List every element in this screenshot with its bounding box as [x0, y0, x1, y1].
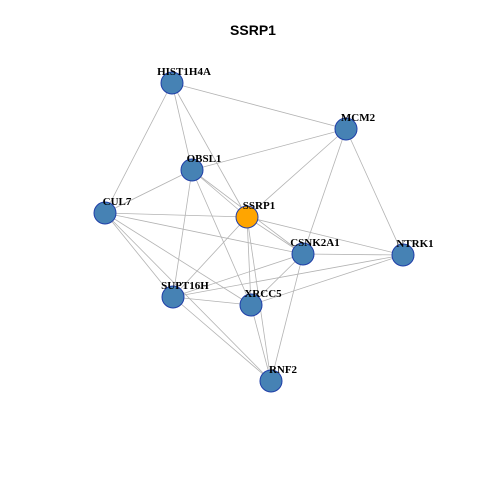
- edge-mcm2-ntrk1: [345, 128, 404, 256]
- node-xrcc5: XRCC5: [239, 288, 282, 317]
- edge-obsl1-supt16h: [172, 169, 193, 298]
- node-mcm2: MCM2: [334, 112, 376, 141]
- edge-cul7-xrcc5: [104, 212, 252, 306]
- edge-csnk2a1-supt16h: [172, 253, 304, 298]
- node-circle-csnk2a1: [291, 242, 315, 266]
- edge-xrcc5-rnf2: [250, 304, 272, 382]
- edge-hist1h4a-ssrp1: [171, 82, 248, 218]
- edge-cul7-rnf2: [104, 212, 272, 382]
- edge-ssrp1-xrcc5: [246, 216, 252, 306]
- edge-obsl1-ssrp1: [191, 169, 248, 218]
- node-rnf2: RNF2: [259, 364, 298, 393]
- edge-supt16h-rnf2: [172, 296, 272, 382]
- edge-supt16h-xrcc5: [172, 296, 252, 306]
- node-label-ssrp1: SSRP1: [243, 200, 275, 212]
- node-label-rnf2: RNF2: [269, 364, 298, 376]
- node-label-mcm2: MCM2: [341, 112, 376, 124]
- node-cul7: CUL7: [93, 196, 132, 225]
- edge-mcm2-obsl1: [191, 128, 347, 171]
- node-circle-rnf2: [259, 369, 283, 393]
- node-obsl1: OBSL1: [180, 153, 222, 182]
- edge-cul7-supt16h: [104, 212, 174, 298]
- node-label-cul7: CUL7: [103, 196, 132, 208]
- edge-layer: [104, 82, 404, 382]
- node-circle-mcm2: [334, 117, 358, 141]
- edge-hist1h4a-cul7: [104, 82, 173, 214]
- edge-csnk2a1-ntrk1: [302, 253, 404, 256]
- node-circle-ntrk1: [391, 243, 415, 267]
- node-circle-obsl1: [180, 158, 204, 182]
- node-label-hist1h4a: HIST1H4A: [157, 66, 211, 78]
- edge-mcm2-csnk2a1: [302, 128, 347, 255]
- edge-csnk2a1-xrcc5: [250, 253, 304, 306]
- diagram-title: SSRP1: [230, 22, 276, 38]
- node-label-csnk2a1: CSNK2A1: [290, 237, 340, 249]
- edge-mcm2-ssrp1: [246, 128, 347, 218]
- node-ntrk1: NTRK1: [391, 238, 434, 267]
- node-label-ntrk1: NTRK1: [396, 238, 433, 250]
- node-label-xrcc5: XRCC5: [244, 288, 282, 300]
- edge-hist1h4a-obsl1: [171, 82, 193, 171]
- node-circle-xrcc5: [239, 293, 263, 317]
- edge-ntrk1-supt16h: [172, 254, 404, 298]
- edge-cul7-ssrp1: [104, 212, 248, 218]
- edge-cul7-csnk2a1: [104, 212, 304, 255]
- edge-ntrk1-xrcc5: [250, 254, 404, 306]
- node-circle-supt16h: [161, 285, 185, 309]
- edge-csnk2a1-rnf2: [270, 253, 304, 382]
- edge-hist1h4a-mcm2: [171, 82, 347, 130]
- edge-ssrp1-supt16h: [172, 216, 248, 298]
- node-csnk2a1: CSNK2A1: [290, 237, 340, 266]
- node-hist1h4a: HIST1H4A: [157, 66, 211, 95]
- node-supt16h: SUPT16H: [161, 280, 209, 309]
- node-label-obsl1: OBSL1: [187, 153, 222, 165]
- edge-obsl1-cul7: [104, 169, 193, 214]
- node-circle-cul7: [93, 201, 117, 225]
- node-ssrp1: SSRP1: [235, 200, 275, 229]
- edge-ssrp1-ntrk1: [246, 216, 404, 256]
- node-label-supt16h: SUPT16H: [161, 280, 209, 292]
- node-circle-ssrp1: [235, 205, 259, 229]
- node-circle-hist1h4a: [160, 71, 184, 95]
